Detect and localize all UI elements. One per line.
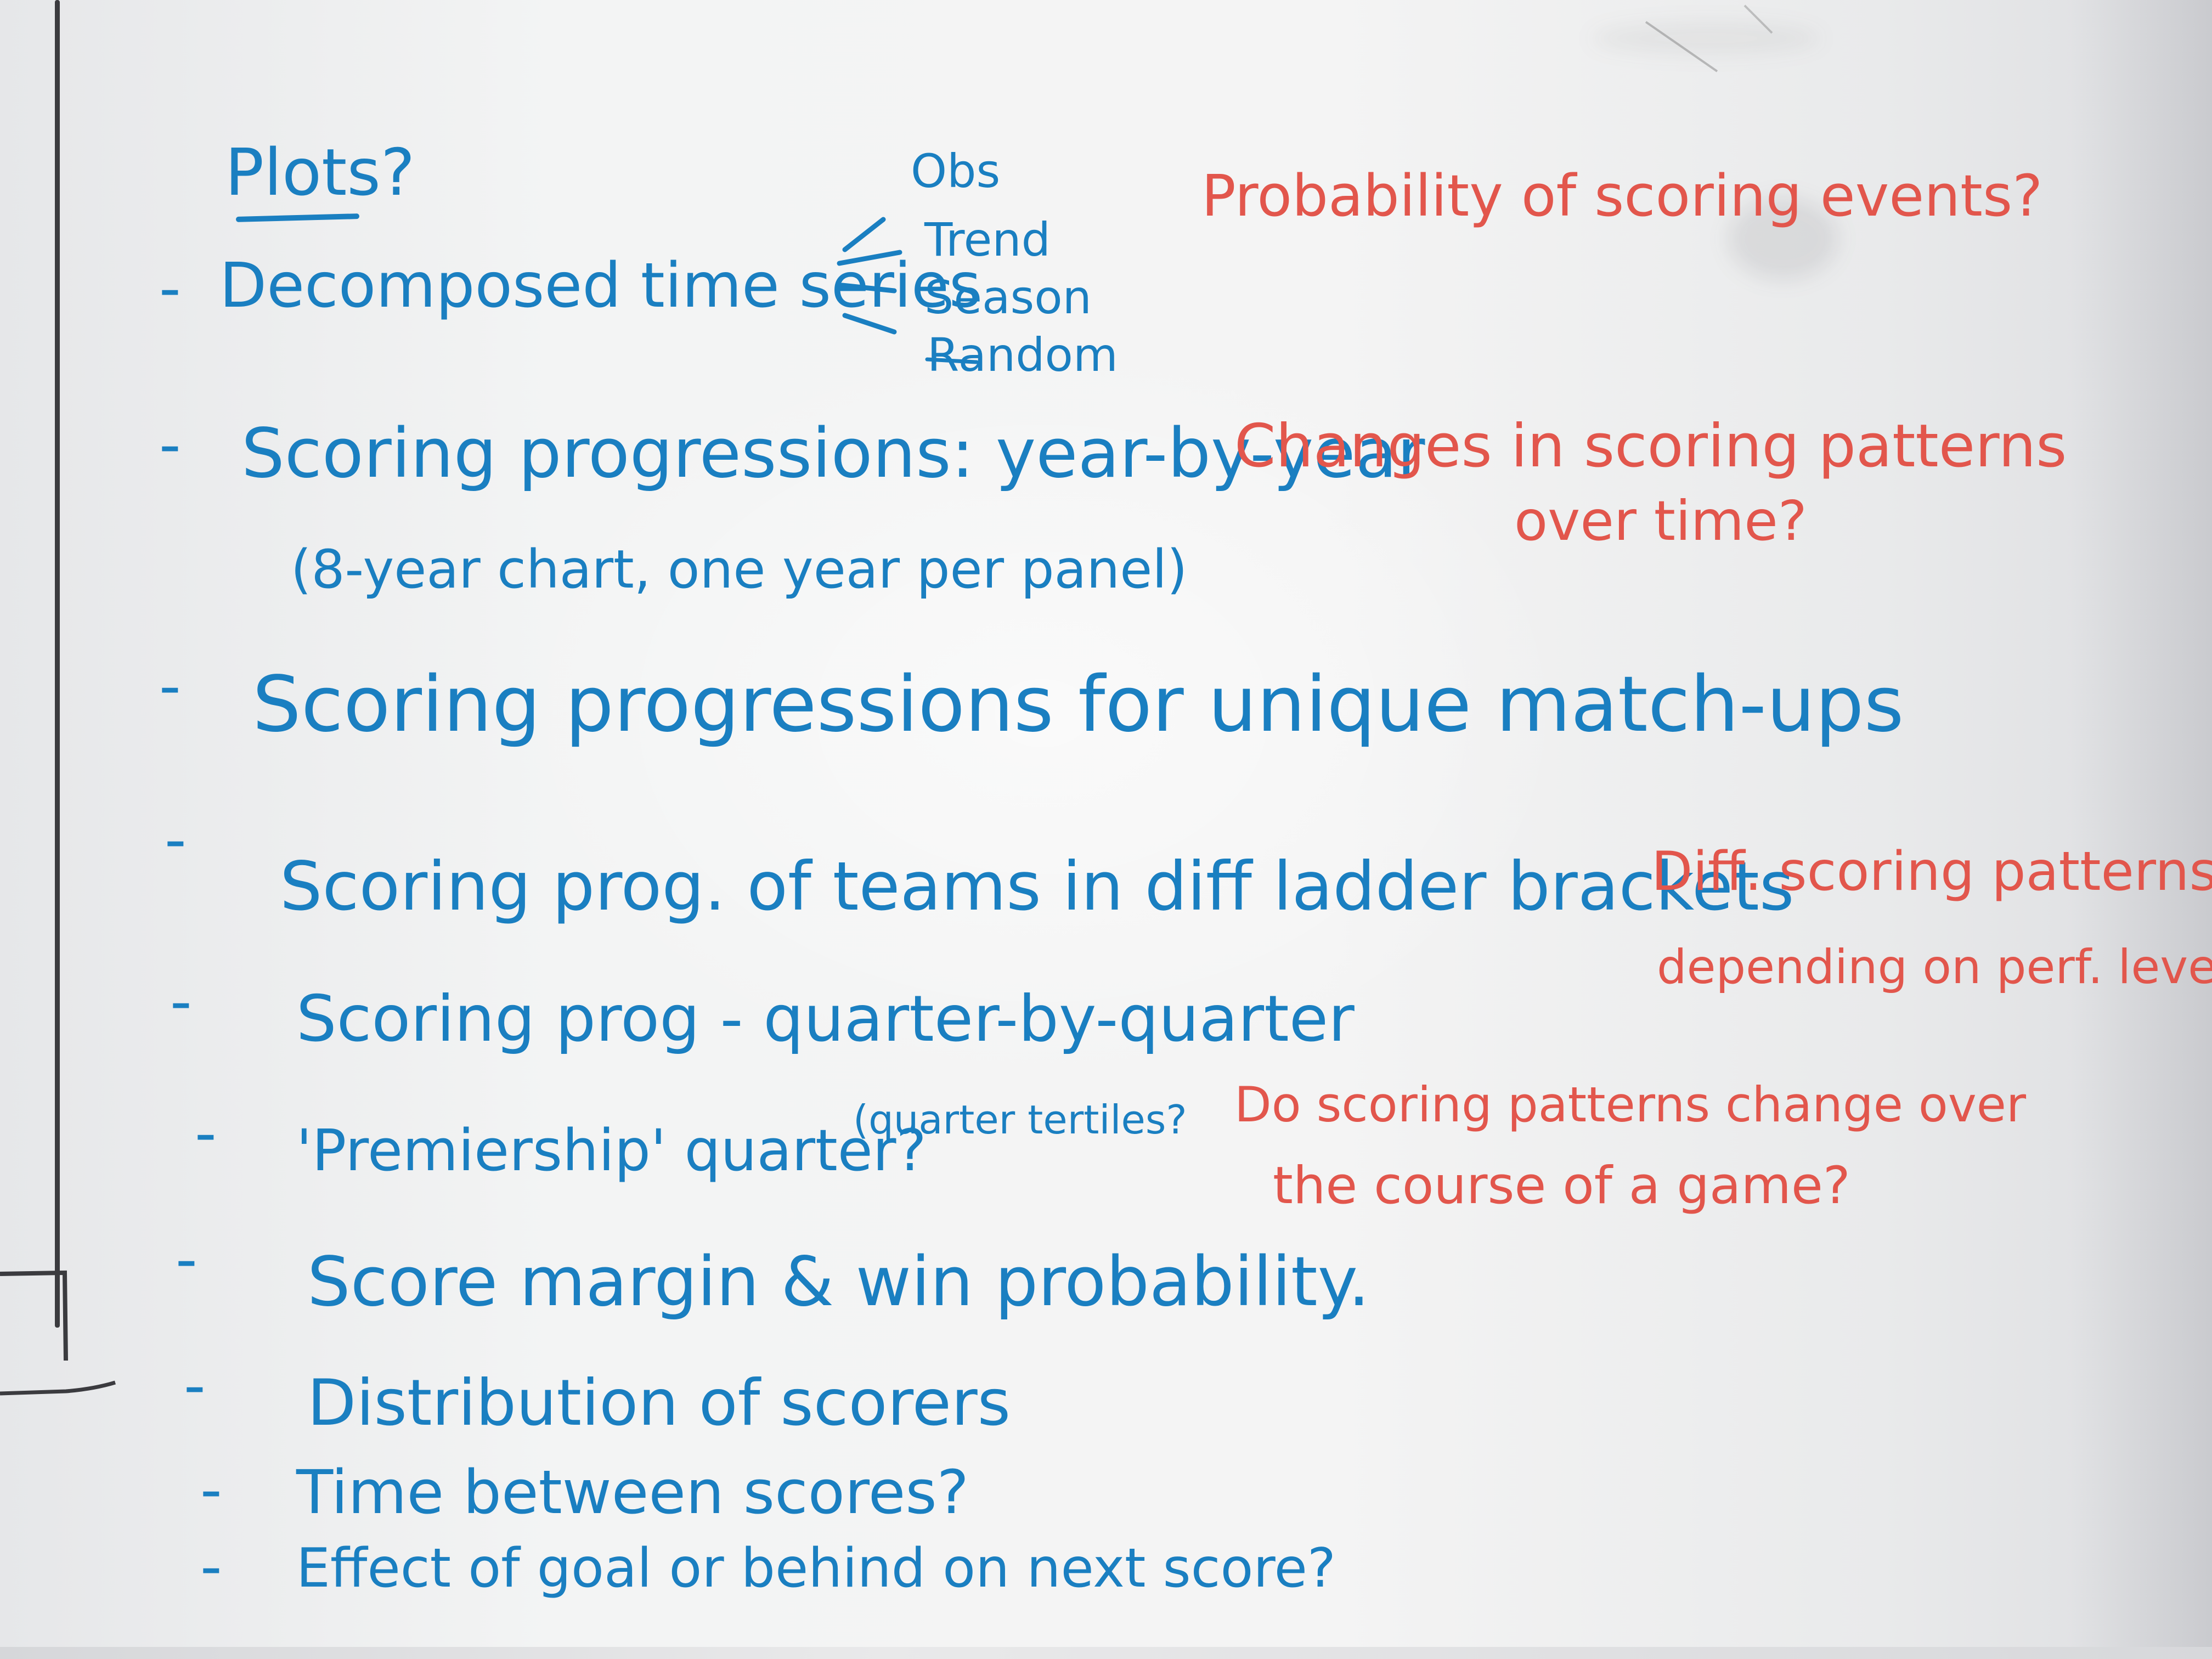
item-distribution-of-scorers: Distribution of scorers [307,1366,1011,1440]
item-premiership-quarter: 'Premiership' quarter? [296,1117,927,1184]
bullet-dash: - [165,804,187,874]
bullet-dash: - [170,966,192,1036]
item-score-margin: Score margin & win probability. [307,1243,1370,1322]
bullet-dash: - [159,409,181,479]
item-quarter-by-quarter: Scoring prog - quarter-by-quarter [296,982,1355,1056]
bullet-dash: - [200,1531,222,1601]
eraser-smudge [1728,198,1838,280]
decomp-label-season: Season [924,270,1092,324]
eraser-smudge [1591,22,1821,55]
question-perf-level-line2: depending on perf. level? [1657,940,2212,995]
bullet-dash: - [159,253,181,323]
question-course-of-game-line1: Do scoring patterns change over [1234,1076,2027,1133]
bullet-dash: - [195,1098,217,1168]
decomp-label-obs: Obs [911,144,1001,198]
item-year-by-year: Scoring progressions: year-by-year [241,414,1425,493]
bullet-dash: - [184,1350,206,1420]
bullet-dash: - [200,1454,222,1525]
item-decomposed-time-series: Decomposed time series [219,250,981,321]
decomp-label-random: Random [927,328,1118,382]
item-effect-of-goal: Effect of goal or behind on next score? [296,1537,1336,1600]
decomp-label-trend: Trend [924,213,1051,267]
question-probability-of-scoring: Probability of scoring events? [1201,162,2043,229]
item-time-between-scores: Time between scores? [296,1457,969,1527]
heading-plots: Plots? [225,134,415,210]
question-perf-level-line1: Diff. scoring patterns [1651,840,2212,903]
item-ladder-brackets: Scoring prog. of teams in diff ladder br… [280,848,1795,926]
board-shadow [2069,0,2212,1659]
question-changes-over-time-line1: Changes in scoring patterns [1234,412,2067,481]
item-year-by-year-sub: (8-year chart, one year per panel) [291,539,1188,600]
bullet-dash: - [159,651,181,721]
question-changes-over-time-line2: over time? [1514,489,1807,553]
board-bottom-tray [0,1647,2212,1659]
bullet-dash: - [176,1224,198,1294]
item-quarter-tertiles-note: (quarter tertiles? [853,1097,1187,1143]
board-frame-edge [55,0,60,1328]
item-unique-match-ups: Scoring progressions for unique match-up… [252,660,1904,749]
question-course-of-game-line2: the course of a game? [1273,1156,1850,1216]
